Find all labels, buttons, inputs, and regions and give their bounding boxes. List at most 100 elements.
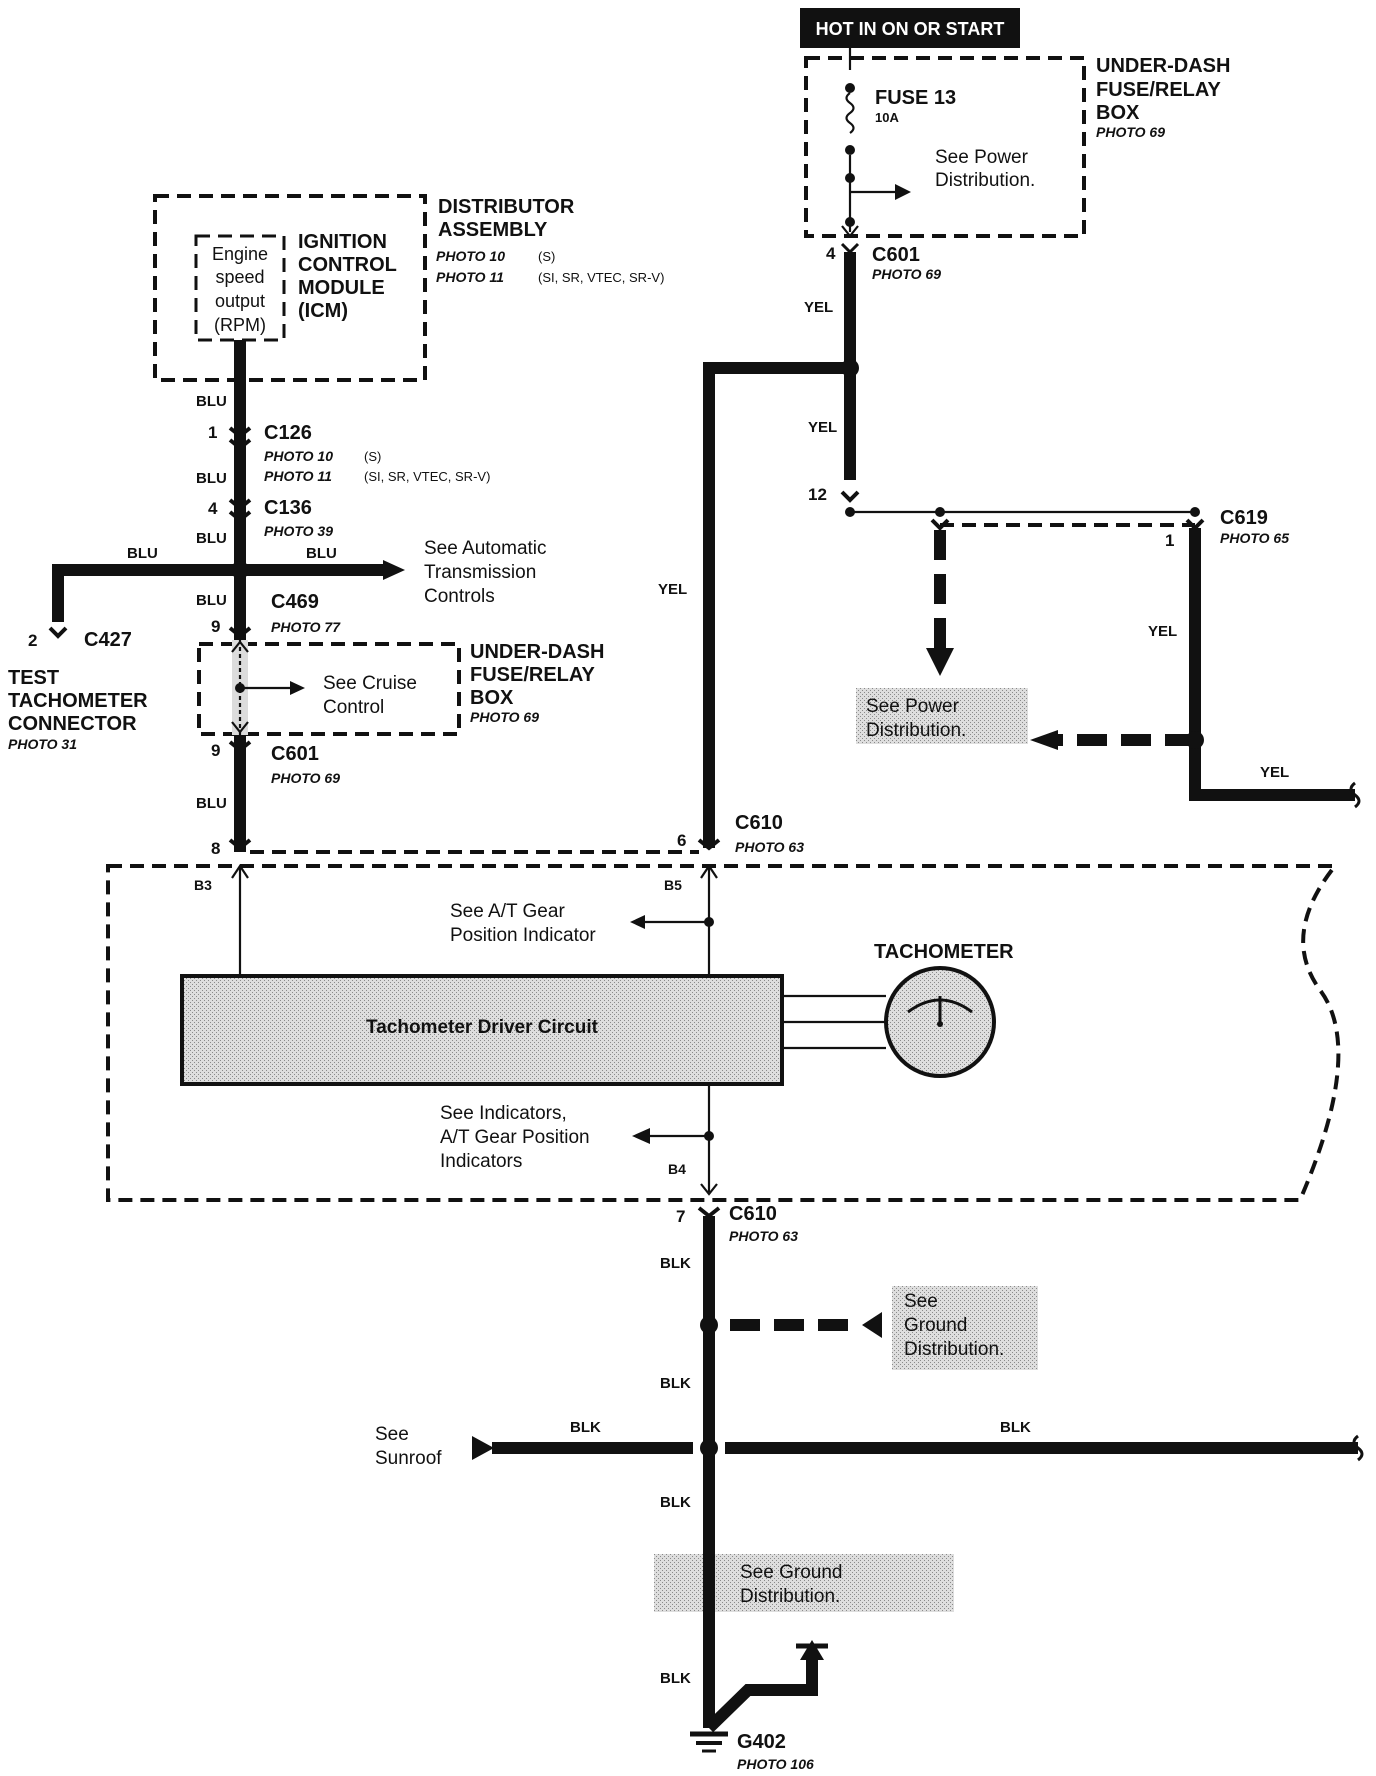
connector-c469: C469 PHOTO 77 9 bbox=[211, 591, 341, 639]
test-connector-2: TACHOMETER bbox=[8, 690, 148, 712]
wire-blu-right: BLU bbox=[306, 545, 337, 562]
c469-label: C469 bbox=[271, 591, 319, 613]
c126-note-2: (SI, SR, VTEC, SR-V) bbox=[364, 469, 490, 484]
see-power-dist-1: See Power bbox=[866, 696, 960, 717]
see-ground-dist-box-2: See Ground Distribution. bbox=[654, 1554, 954, 1612]
c126-label: C126 bbox=[264, 422, 312, 444]
see-at-controls-3: Controls bbox=[424, 586, 495, 607]
c126-photo-2: PHOTO 11 bbox=[264, 468, 332, 484]
distributor-photo-1-note: (S) bbox=[538, 249, 555, 264]
gauge-assembly: B3 B5 See A/T Gear Position Indicator Ta… bbox=[106, 864, 1341, 1202]
connector-pin-12: 12 bbox=[808, 485, 860, 504]
c619-pin: 1 bbox=[1165, 531, 1174, 550]
c469-pin: 9 bbox=[211, 617, 220, 636]
c610-bottom-photo: PHOTO 63 bbox=[729, 1228, 798, 1244]
see-sunroof-2: Sunroof bbox=[375, 1448, 442, 1469]
see-power-dist-2: Distribution. bbox=[866, 720, 966, 741]
engine-speed-4: (RPM) bbox=[214, 315, 266, 335]
connector-c610-bottom: 7 C610 PHOTO 63 bbox=[676, 1203, 798, 1244]
c136-photo: PHOTO 39 bbox=[264, 523, 333, 539]
wire-yel-3: YEL bbox=[1148, 623, 1177, 640]
see-ground-dist-box-1: See Ground Distribution. bbox=[892, 1286, 1038, 1370]
see-cruise-1: See Cruise bbox=[323, 673, 417, 694]
pin-b4: B4 bbox=[668, 1161, 686, 1177]
see-power-dist-top-2: Distribution. bbox=[935, 170, 1035, 191]
g402-photo: PHOTO 106 bbox=[737, 1756, 814, 1772]
icm-title-1: IGNITION bbox=[298, 231, 387, 253]
connector-c619: C619 PHOTO 65 1 bbox=[1165, 507, 1289, 550]
pin-b3: B3 bbox=[194, 877, 212, 893]
engine-speed-2: speed bbox=[215, 267, 264, 287]
connector-c601-left: 9 C601 PHOTO 69 bbox=[211, 740, 340, 786]
distributor-photo-2: PHOTO 11 bbox=[436, 269, 504, 285]
test-tachometer-connector: 2 C427 TEST TACHOMETER CONNECTOR PHOTO 3… bbox=[8, 626, 148, 752]
c126-pin: 1 bbox=[208, 423, 217, 442]
c610-top-label: C610 bbox=[735, 812, 783, 834]
fuse-box-top-title-1: UNDER-DASH bbox=[1096, 55, 1230, 77]
distributor-photo-2-note: (SI, SR, VTEC, SR-V) bbox=[538, 270, 664, 285]
c619-label: C619 bbox=[1220, 507, 1268, 529]
tachometer-label: TACHOMETER bbox=[874, 941, 1014, 963]
distributor-title-1: DISTRIBUTOR bbox=[438, 196, 575, 218]
engine-speed-3: output bbox=[215, 291, 265, 311]
see-ground-1: See bbox=[904, 1291, 938, 1312]
see-ground-dist2-1: See Ground bbox=[740, 1562, 842, 1583]
icm-title-4: (ICM) bbox=[298, 300, 348, 322]
distributor-assembly: Engine speed output (RPM) IGNITION CONTR… bbox=[153, 194, 664, 382]
see-power-dist-box: See Power Distribution. bbox=[856, 688, 1028, 744]
fuse-box-left-title-3: BOX bbox=[470, 687, 514, 709]
wire-blk-1: BLK bbox=[660, 1255, 691, 1272]
c427-pin: 2 bbox=[28, 631, 37, 650]
see-ground-2: Ground bbox=[904, 1315, 967, 1336]
c610-top-photo: PHOTO 63 bbox=[735, 839, 804, 855]
see-ground-3: Distribution. bbox=[904, 1339, 1004, 1360]
distributor-photo-1: PHOTO 10 bbox=[436, 248, 505, 264]
c601-right-label: C601 bbox=[872, 244, 920, 266]
wire-yel-2: YEL bbox=[808, 419, 837, 436]
underdash-fuse-box-top: FUSE 13 10A See Power Distribution. UNDE… bbox=[804, 48, 1230, 238]
see-at-gear-2: Position Indicator bbox=[450, 925, 596, 946]
fuse-box-left-title-2: FUSE/RELAY bbox=[470, 664, 596, 686]
fuse-box-top-title-3: BOX bbox=[1096, 102, 1140, 124]
see-at-gear-1: See A/T Gear bbox=[450, 901, 565, 922]
see-at-controls-1: See Automatic bbox=[424, 538, 547, 559]
see-cruise-2: Control bbox=[323, 697, 384, 718]
wire-blk-2: BLK bbox=[660, 1375, 691, 1392]
see-at-controls-2: Transmission bbox=[424, 562, 536, 583]
c619-photo: PHOTO 65 bbox=[1220, 530, 1289, 546]
fuse-13-symbol bbox=[845, 92, 855, 134]
wire-yel-4: YEL bbox=[1260, 764, 1289, 781]
connector-c601-right: 4 C601 PHOTO 69 bbox=[826, 242, 941, 282]
test-connector-1: TEST bbox=[8, 667, 59, 689]
c601-right-photo: PHOTO 69 bbox=[872, 266, 941, 282]
see-indicators-3: Indicators bbox=[440, 1151, 522, 1172]
pin-b5: B5 bbox=[664, 877, 682, 893]
wire-blu-2: BLU bbox=[196, 470, 227, 487]
wire-blu-4: BLU bbox=[196, 592, 227, 609]
c601-left-label: C601 bbox=[271, 743, 319, 765]
g402-label: G402 bbox=[737, 1731, 786, 1753]
fuse-box-top-title-2: FUSE/RELAY bbox=[1096, 79, 1222, 101]
icm-title-3: MODULE bbox=[298, 277, 385, 299]
wire-blk-left: BLK bbox=[570, 1419, 601, 1436]
driver-circuit-label: Tachometer Driver Circuit bbox=[366, 1017, 599, 1038]
fuse-13-rating: 10A bbox=[875, 110, 899, 125]
wire-blk-3: BLK bbox=[660, 1494, 691, 1511]
see-ground-dist2-2: Distribution. bbox=[740, 1586, 840, 1607]
pin-8-label: 8 bbox=[211, 839, 220, 858]
test-connector-photo: PHOTO 31 bbox=[8, 736, 77, 752]
fuse-box-left-photo: PHOTO 69 bbox=[470, 709, 539, 725]
wire-blu-3: BLU bbox=[196, 530, 227, 547]
c601-left-photo: PHOTO 69 bbox=[271, 770, 340, 786]
c427-label: C427 bbox=[84, 629, 132, 651]
connector-c610-top: 8 6 C610 PHOTO 63 bbox=[211, 812, 804, 858]
c610-bottom-label: C610 bbox=[729, 1203, 777, 1225]
connector-c136: 4 C136 PHOTO 39 bbox=[208, 497, 333, 539]
see-power-dist-top-1: See Power bbox=[935, 147, 1029, 168]
see-sunroof-1: See bbox=[375, 1424, 409, 1445]
see-indicators-1: See Indicators, bbox=[440, 1103, 567, 1124]
wire-yel-long: YEL bbox=[658, 581, 687, 598]
c136-pin: 4 bbox=[208, 499, 218, 518]
wire-blu-left: BLU bbox=[127, 545, 158, 562]
